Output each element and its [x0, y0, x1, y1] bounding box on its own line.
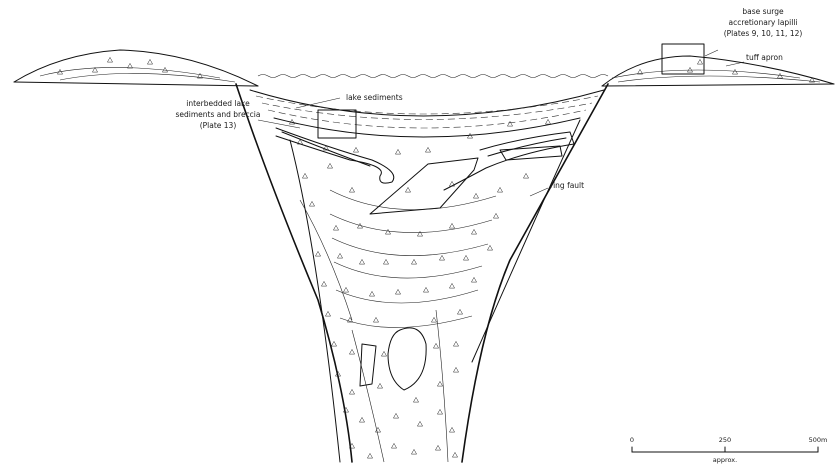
- breccia-clast-symbol: [391, 443, 396, 448]
- breccia-clast-symbol: [439, 255, 444, 260]
- label-accretionary-lapilli: accretionary lapilli: [728, 18, 797, 27]
- label-interbedded-3: (Plate 13): [200, 121, 237, 130]
- label-tuff-apron: tuff apron: [746, 53, 783, 62]
- breccia-clast-symbol: [325, 311, 330, 316]
- breccia-clast-symbol: [471, 229, 476, 234]
- breccia-clast-symbol: [507, 121, 512, 126]
- breccia-clast-symbol: [417, 421, 422, 426]
- label-ring-fault: ring fault: [550, 181, 584, 190]
- breccia-clast-symbol: [349, 389, 354, 394]
- breccia-clast-symbol: [367, 453, 372, 458]
- breccia-clast-symbol: [457, 309, 462, 314]
- breccia-clast-symbol: [453, 341, 458, 346]
- breccia-clast-symbol: [493, 213, 498, 218]
- breccia-clast-symbol: [309, 201, 314, 206]
- lake-sediment-beds: [250, 90, 604, 137]
- breccia-clast-symbol: [449, 223, 454, 228]
- left-tuff-apron: [14, 50, 258, 86]
- breccia-clast-symbol: [487, 245, 492, 250]
- breccia-clast-symbol: [697, 59, 702, 64]
- callout-box-base-surge: [662, 44, 704, 74]
- breccia-clast-symbol: [523, 173, 528, 178]
- diatreme-bedding-arcs: [300, 190, 496, 462]
- breccia-clast-symbol: [369, 291, 374, 296]
- breccia-clast-symbol: [423, 287, 428, 292]
- breccia-clast-symbol: [337, 253, 342, 258]
- breccia-clast-symbol: [107, 57, 112, 62]
- breccia-clast-symbol: [732, 69, 737, 74]
- breccia-clast-symbol: [393, 413, 398, 418]
- breccia-clast-symbol: [395, 289, 400, 294]
- breccia-clast-symbol: [452, 452, 457, 457]
- breccia-clast-symbol: [449, 283, 454, 288]
- breccia-block-oval: [388, 328, 426, 390]
- breccia-clast-symbol: [471, 277, 476, 282]
- breccia-clast-symbol: [437, 381, 442, 386]
- breccia-clast-symbol: [425, 147, 430, 152]
- breccia-clast-symbol: [147, 59, 152, 64]
- breccia-clast-symbol: [385, 229, 390, 234]
- breccia-clast-symbol: [383, 259, 388, 264]
- scale-tick-500: 500m: [809, 436, 828, 444]
- breccia-block-upper: [370, 158, 478, 214]
- breccia-clast-symbol: [417, 231, 422, 236]
- breccia-clast-symbol: [449, 427, 454, 432]
- scale-bar: 0 250 500m approx.: [630, 436, 827, 464]
- breccia-clast-symbol: [359, 259, 364, 264]
- breccia-block-left: [360, 344, 376, 386]
- breccia-clast-symbol: [545, 119, 550, 124]
- breccia-clast-symbol: [463, 255, 468, 260]
- label-base-surge: base surge: [742, 7, 784, 16]
- breccia-clast-symbol: [381, 351, 386, 356]
- breccia-clast-symbol: [473, 193, 478, 198]
- breccia-clast-symbol: [433, 343, 438, 348]
- breccia-clast-symbol: [453, 367, 458, 372]
- scale-tick-0: 0: [630, 436, 634, 444]
- breccia-clast-symbol: [349, 187, 354, 192]
- scale-note: approx.: [713, 456, 737, 464]
- breccia-clast-symbol: [435, 445, 440, 450]
- breccia-clast-symbol: [331, 341, 336, 346]
- right-tuff-apron: [602, 56, 834, 86]
- breccia-clast-symbol: [302, 173, 307, 178]
- breccia-clast-symbol: [411, 259, 416, 264]
- breccia-clast-symbol: [353, 147, 358, 152]
- label-interbedded-1: interbedded lake: [186, 99, 250, 108]
- lake-surface: [258, 75, 608, 78]
- breccia-clast-symbol: [333, 225, 338, 230]
- breccia-clast-symbol: [411, 449, 416, 454]
- label-base-surge-plates: (Plates 9, 10, 11, 12): [724, 29, 803, 38]
- breccia-clast-symbol: [321, 281, 326, 286]
- breccia-clast-symbol: [395, 149, 400, 154]
- breccia-clast-symbol: [343, 287, 348, 292]
- breccia-clast-symbol: [315, 251, 320, 256]
- breccia-clast-symbols: [57, 57, 814, 458]
- breccia-clast-symbol: [373, 317, 378, 322]
- scale-tick-250: 250: [719, 436, 731, 444]
- label-lake-sediments: lake sediments: [346, 93, 403, 102]
- breccia-clast-symbol: [359, 417, 364, 422]
- breccia-clast-symbol: [497, 187, 502, 192]
- breccia-clast-symbol: [405, 187, 410, 192]
- breccia-clast-symbol: [437, 409, 442, 414]
- leader-lines: [258, 50, 744, 196]
- breccia-clast-symbol: [413, 397, 418, 402]
- breccia-clast-symbol: [327, 163, 332, 168]
- breccia-clast-symbol: [377, 383, 382, 388]
- breccia-clast-symbol: [349, 349, 354, 354]
- breccia-clast-symbol: [431, 317, 436, 322]
- label-interbedded-2: sediments and breccia: [176, 110, 261, 119]
